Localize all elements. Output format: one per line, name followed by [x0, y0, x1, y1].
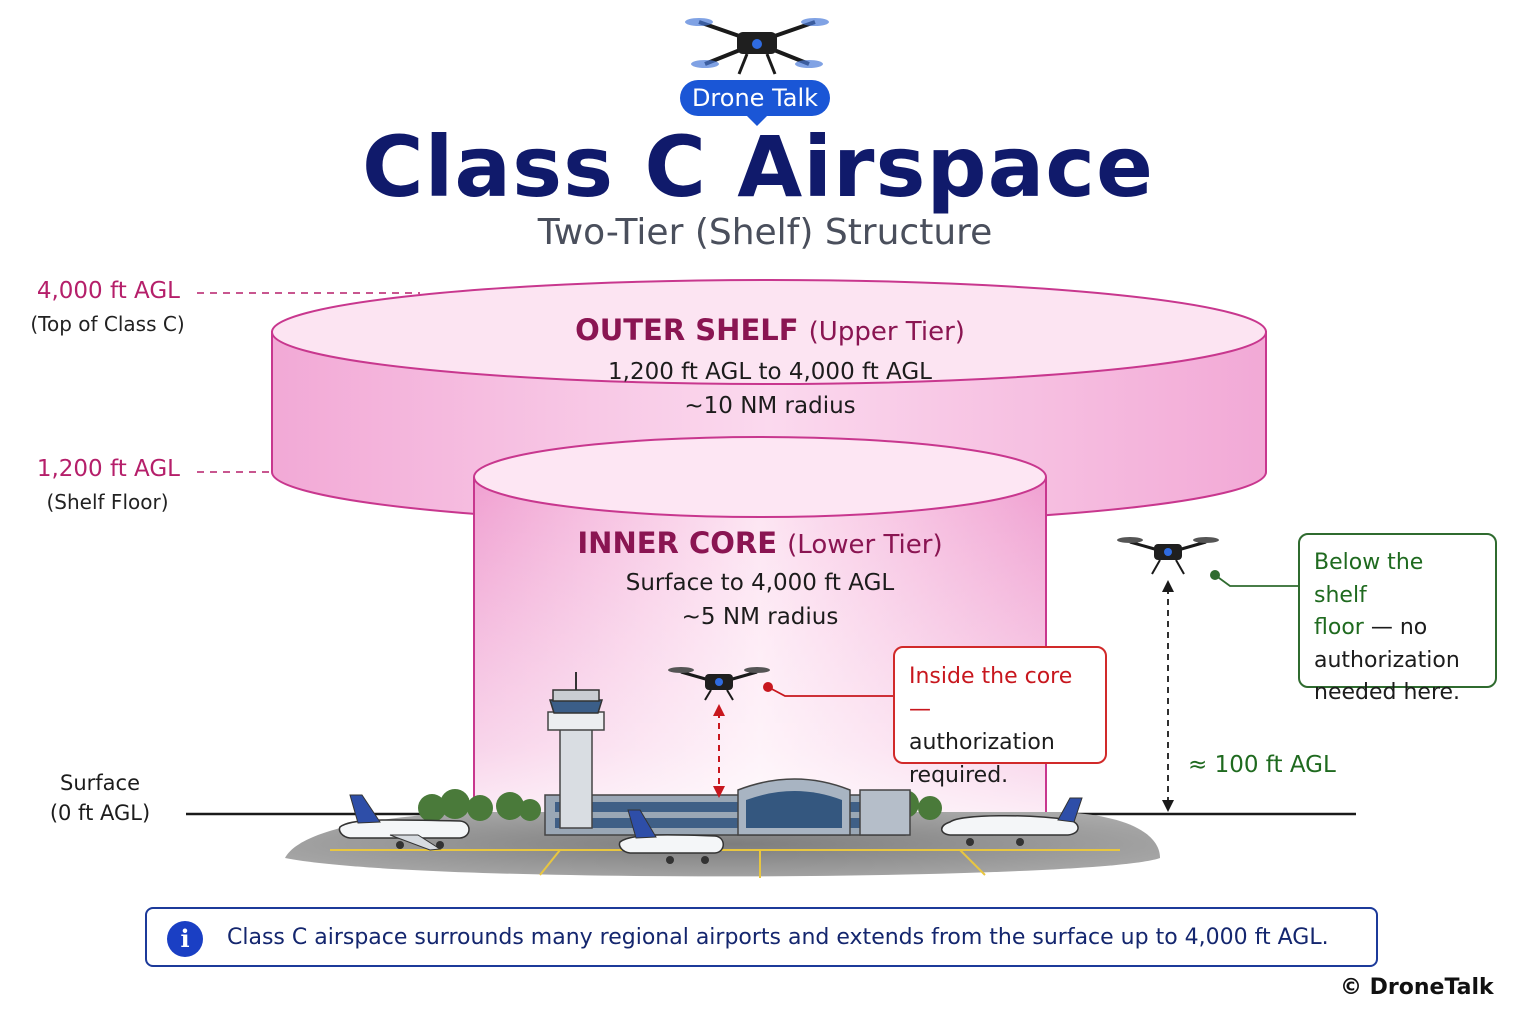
arrow-head-up — [713, 704, 725, 716]
control-tower-icon — [547, 672, 605, 829]
below-callout-line1: Below the shelf — [1314, 550, 1424, 608]
below-shelf-callout: Below the shelf floor — no authorization… — [1298, 533, 1497, 705]
inside-callout-line3: required. — [909, 763, 1009, 788]
airplane-icon — [618, 809, 724, 864]
shelf-altitude-sub: (Shelf Floor) — [46, 490, 169, 514]
inner-core-tier: (Lower Tier) — [787, 530, 943, 560]
copyright: © DroneTalk — [1340, 975, 1494, 1000]
surface-label: Surface (0 ft AGL) — [40, 768, 160, 828]
agl-100-label: ≈ 100 ft AGL — [1188, 752, 1336, 778]
drone-icon — [668, 667, 770, 701]
below-callout-line3: authorization — [1314, 647, 1460, 673]
inside-callout-leader — [767, 686, 893, 697]
badge-pointer — [747, 116, 767, 126]
arrow-head-down — [713, 786, 725, 798]
below-callout-line2-hl: floor — [1314, 615, 1364, 640]
inside-callout-line2: authorization — [909, 730, 1055, 755]
surface-label-line1: Surface — [59, 771, 140, 795]
inner-core-radius: ~5 NM radius — [681, 604, 839, 630]
shelf-altitude-label: 1,200 ft AGL — [36, 456, 180, 482]
outer-shelf-radius: ~10 NM radius — [684, 393, 856, 419]
surface-label-line2: (0 ft AGL) — [49, 801, 151, 825]
below-callout-line2-rest: — no — [1363, 615, 1428, 640]
inner-core-range: Surface to 4,000 ft AGL — [625, 570, 895, 596]
page-subtitle: Two-Tier (Shelf) Structure — [537, 212, 993, 253]
arrow-head-down — [1162, 800, 1174, 812]
below-callout-leader — [1214, 574, 1298, 587]
info-banner: i Class C airspace surrounds many region… — [145, 907, 1378, 967]
inside-callout-highlight: Inside the core — — [909, 664, 1073, 722]
info-icon: i — [167, 921, 203, 957]
below-callout-line4: needed here. — [1314, 680, 1461, 705]
outer-shelf-heading: OUTER SHELF (Upper Tier) — [470, 313, 1070, 347]
airplane-icon — [941, 797, 1083, 846]
outer-shelf-name: OUTER SHELF — [575, 313, 799, 347]
brand-badge: Drone Talk — [680, 80, 830, 116]
page-title: Class C Airspace — [361, 118, 1155, 216]
outer-shelf-range: 1,200 ft AGL to 4,000 ft AGL — [608, 359, 932, 385]
top-altitude-sub: (Top of Class C) — [30, 312, 185, 336]
info-text: Class C airspace surrounds many regional… — [227, 925, 1329, 950]
terminal-building — [544, 778, 911, 836]
arrow-head-up — [1162, 580, 1174, 592]
inside-core-callout: Inside the core — authorization required… — [893, 646, 1107, 788]
inner-core-name: INNER CORE — [577, 526, 778, 560]
top-altitude-label: 4,000 ft AGL — [36, 278, 180, 304]
drone-icon — [685, 18, 829, 75]
airplane-icon — [338, 794, 470, 851]
inner-core-heading: INNER CORE (Lower Tier) — [455, 526, 1065, 560]
outer-shelf-tier: (Upper Tier) — [808, 317, 965, 347]
drone-icon — [1117, 537, 1219, 575]
